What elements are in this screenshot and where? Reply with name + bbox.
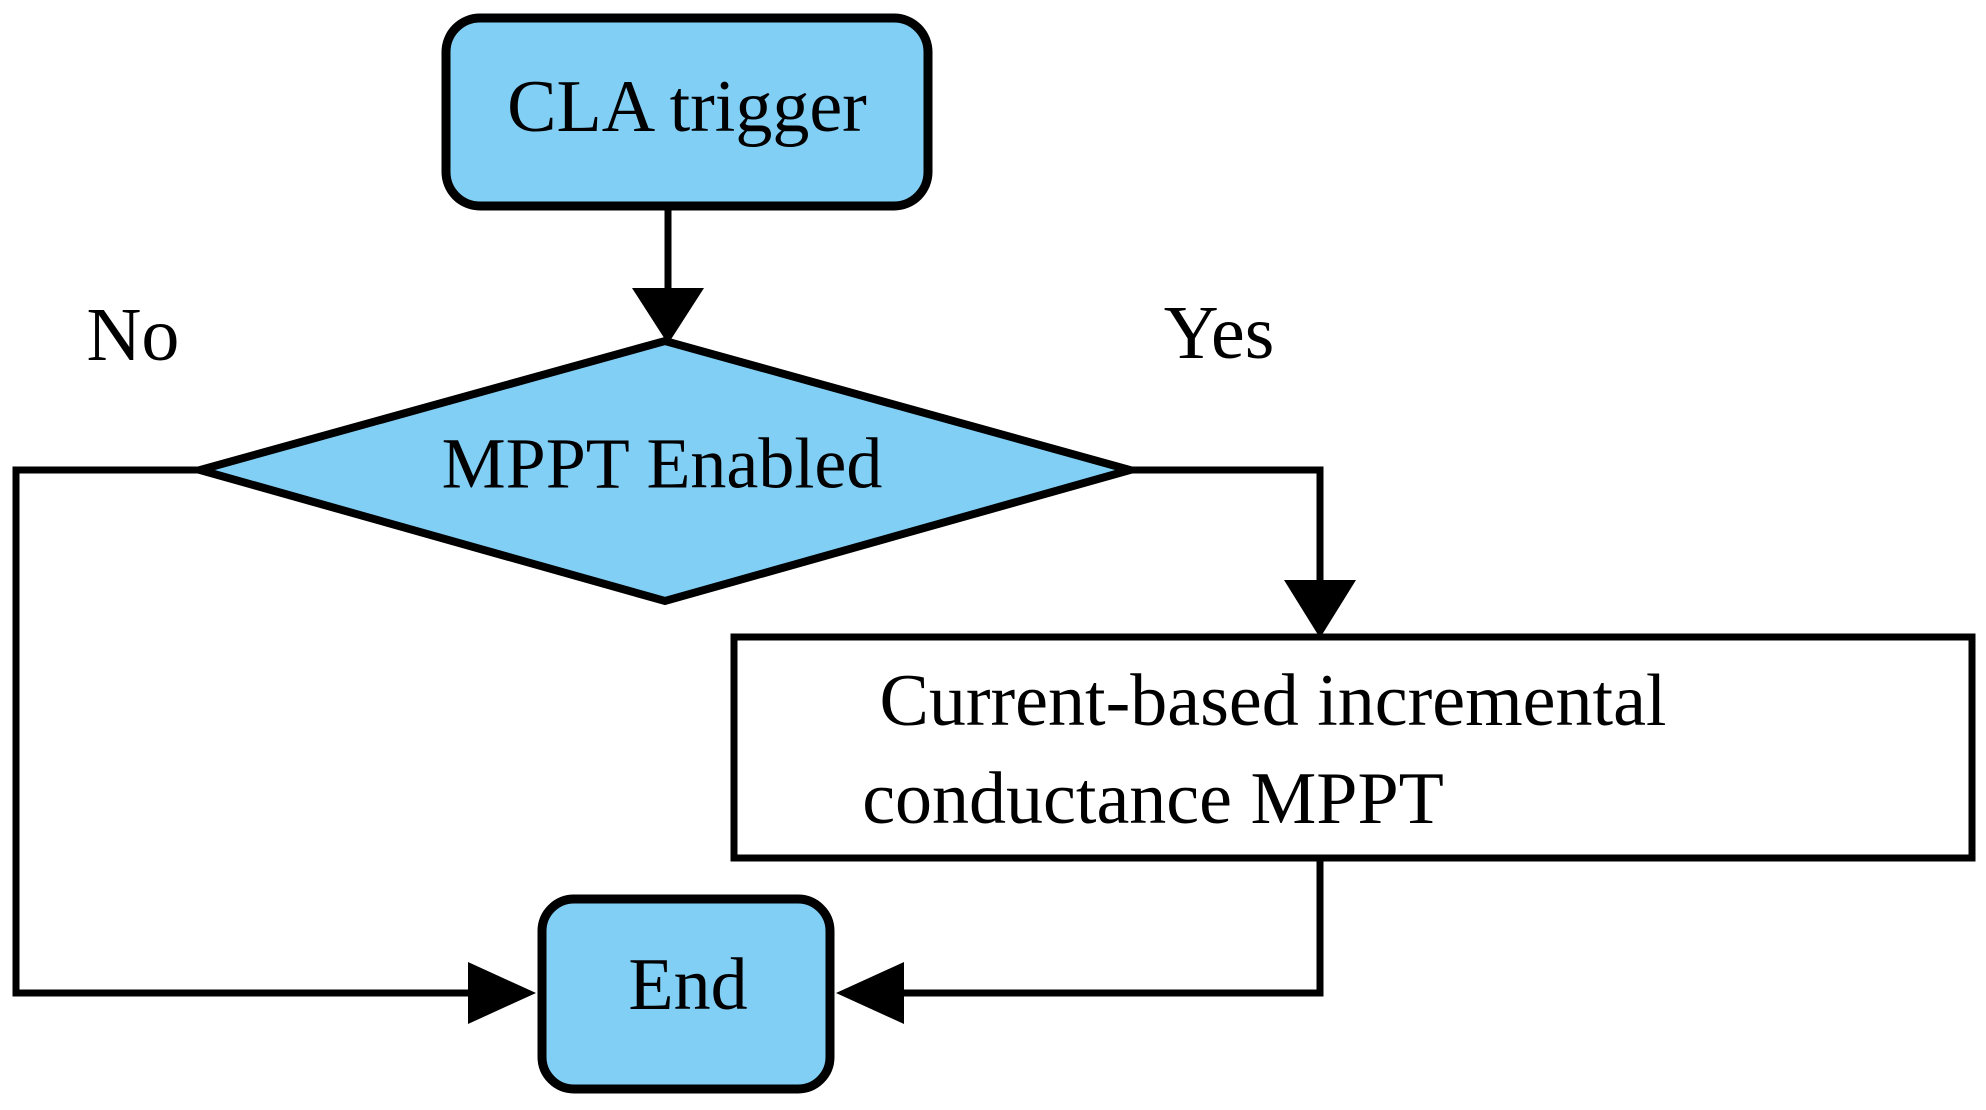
node-end[interactable]: End [537,894,835,1094]
node-process-label-line1: Current-based incremental [880,660,1667,742]
edge-label-no: No [87,293,180,377]
edge-decision-yes [1130,466,1356,638]
node-process-label-line2: conductance MPPT [862,758,1444,840]
node-decision[interactable]: MPPT Enabled [185,336,1145,606]
node-decision-label: MPPT Enabled [442,424,883,504]
arrowhead-down-to-process [1284,580,1356,638]
edge-process-to-end-path [852,858,1324,997]
node-end-label: End [628,944,747,1026]
node-end-shape[interactable] [537,894,835,1094]
arrowhead-down-to-decision [632,288,704,344]
node-process[interactable]: Current-based incremental conductance MP… [730,633,1976,862]
arrowhead-left-to-end-right [836,962,904,1024]
arrowhead-right-to-end-left [468,962,536,1024]
node-start-shape[interactable] [441,13,933,211]
node-start-label: CLA trigger [507,66,867,148]
edge-label-yes: Yes [1164,291,1275,375]
edge-process-to-end [836,858,1324,1024]
edge-decision-yes-path [1130,466,1324,580]
node-process-shape[interactable] [730,633,1976,862]
edge-decision-no [12,466,536,1024]
edge-start-to-decision [632,208,704,344]
node-decision-shape[interactable] [185,336,1145,606]
node-start[interactable]: CLA trigger [441,13,933,211]
edge-decision-no-path [12,466,520,997]
